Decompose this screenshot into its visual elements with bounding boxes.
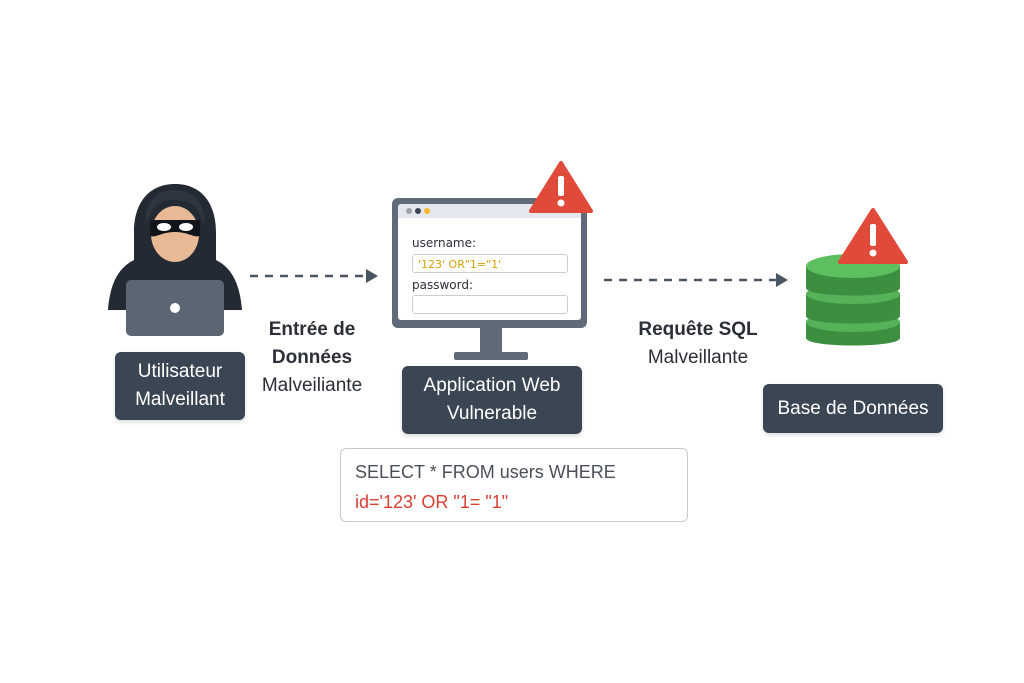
password-field[interactable] (412, 295, 568, 314)
sql-query-box: SELECT * FROM users WHERE id='123' OR "1… (340, 448, 688, 522)
query-flow-arrow (604, 273, 788, 287)
attacker-label: Utilisateur Malveillant (115, 352, 245, 420)
monitor-icon: username: '123' OR"1="1' password: (392, 198, 587, 328)
query-flow-line1: Requête SQL (638, 319, 758, 340)
input-flow-line1: Entrée de (268, 319, 356, 340)
username-field[interactable]: '123' OR"1="1' (412, 254, 568, 273)
database-label-text: Base de Données (777, 397, 929, 419)
database-icon (806, 254, 900, 346)
username-label: username: (412, 236, 477, 250)
input-flow-label: Entrée de Données Malveiliante (252, 316, 372, 400)
webapp-label-line2: Vulnerable (446, 403, 538, 424)
attacker-label-line2: Malveillant (135, 389, 225, 410)
webapp-label: Application Web Vulnerable (402, 366, 582, 434)
attacker-label-line1: Utilisateur (137, 361, 223, 382)
query-flow-line2: Malveillante (647, 347, 749, 368)
sql-line-2: id='123' OR "1= "1" (355, 492, 509, 512)
hacker-icon (108, 184, 242, 336)
login-form: username: '123' OR"1="1' password: (398, 204, 581, 320)
input-flow-line2: Données (271, 347, 353, 368)
window-dot (415, 208, 421, 214)
window-dot (406, 208, 412, 214)
query-flow-label: Requête SQL Malveillante (618, 316, 778, 372)
input-flow-line3: Malveiliante (261, 375, 363, 396)
monitor-stand (454, 326, 528, 360)
input-flow-arrow (250, 269, 378, 283)
database-label: Base de Données (763, 384, 943, 433)
sql-line-1: SELECT * FROM users WHERE (355, 462, 616, 482)
webapp-label-line1: Application Web (423, 375, 561, 396)
warning-icon (529, 161, 593, 213)
warning-icon (838, 208, 908, 264)
window-dot (424, 208, 430, 214)
password-label: password: (412, 278, 474, 292)
